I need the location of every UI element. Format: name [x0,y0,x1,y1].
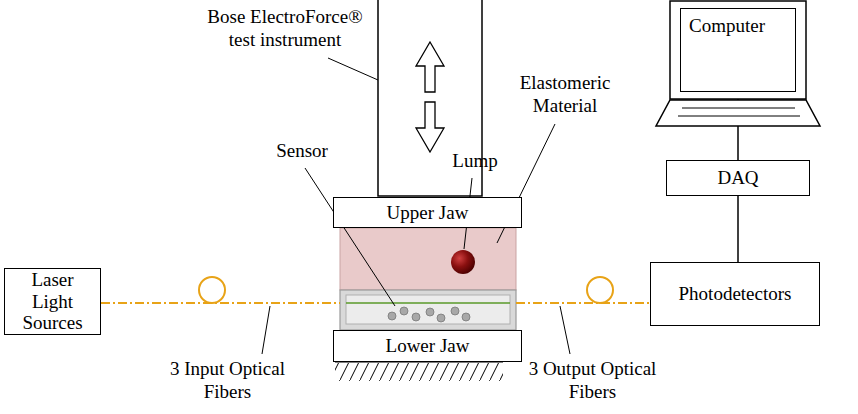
part-label: 3 Output Optical Fibers [510,358,675,404]
component-box: Upper Jaw [333,197,522,228]
part-label: Elastomeric Material [505,72,625,118]
box-label: DAQ [717,167,758,189]
laptop-base [656,100,820,126]
sensor-channel [346,295,510,324]
box-label: Upper Jaw [387,202,469,224]
laptop-keys [678,116,800,117]
sensor-fiber [346,302,510,304]
lump-ball [451,250,475,274]
part-label: Bose ElectroForce® test instrument [200,6,370,52]
box-label: Photodetectors [679,283,792,305]
laptop-screen-frame [670,1,806,99]
component-box: DAQ [666,160,810,196]
elastomer-block [340,228,516,290]
motion-arrow-up [416,42,444,92]
leader-line [262,58,570,354]
sensor-beads [388,307,470,322]
motion-arrow-down [416,102,444,152]
box-label: Lower Jaw [386,335,470,357]
screen-box: Computer [680,8,796,92]
component-box: Photodetectors [650,262,820,326]
part-label: Lump [445,150,505,173]
box-label: Computer [689,15,765,37]
laptop-keys [682,108,795,109]
sensor-housing [340,290,516,330]
component-box: Lower Jaw [333,330,522,362]
component-box: Laser Light Sources [4,268,101,335]
optical-fiber [101,302,650,304]
connector-line [737,196,739,262]
box-label: Laser Light Sources [11,269,94,335]
fiber-loop [199,277,613,303]
part-label: 3 Input Optical Fibers [150,358,305,404]
ground-hatch [335,363,503,381]
part-label: Sensor [262,140,342,163]
